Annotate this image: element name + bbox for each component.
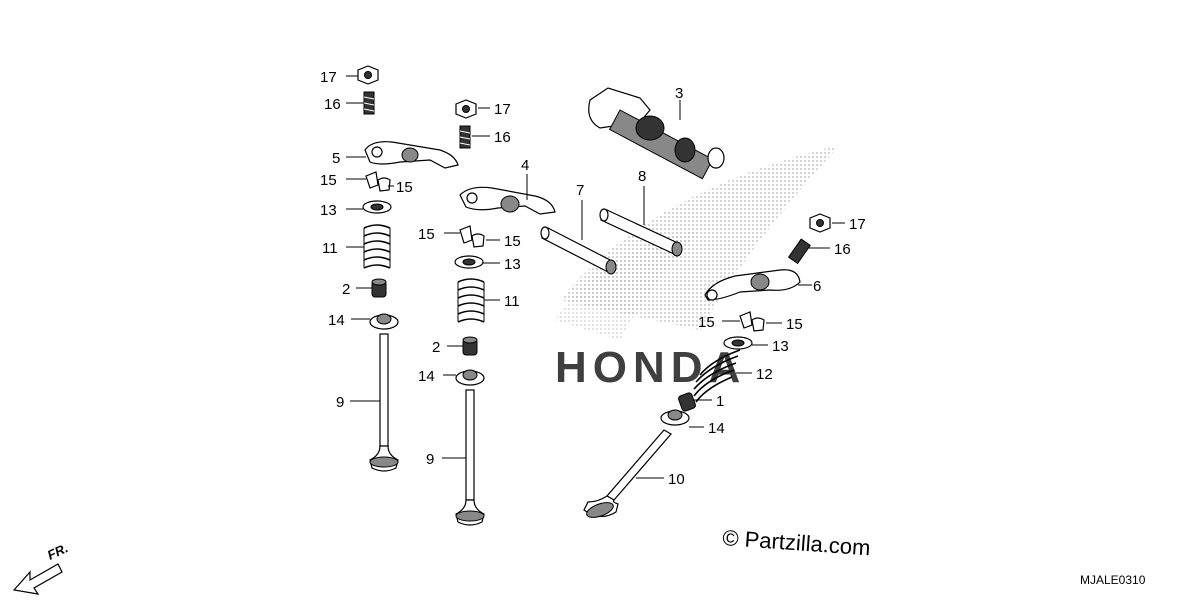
callout-11-left: 11 bbox=[322, 240, 338, 257]
callout-13-left: 13 bbox=[320, 202, 337, 219]
front-arrow-icon bbox=[12, 563, 63, 595]
callout-13-middle: 13 bbox=[504, 256, 521, 273]
part-nut-17-right[interactable] bbox=[809, 213, 831, 233]
part-valve-spring-11-left[interactable] bbox=[363, 224, 391, 269]
callout-10: 10 bbox=[668, 471, 685, 488]
part-spring-seat-14-right[interactable] bbox=[660, 409, 690, 426]
callout-17-middle: 17 bbox=[494, 101, 511, 118]
part-rocker-shaft-8[interactable] bbox=[599, 208, 683, 257]
copyright-text: © Partzilla.com bbox=[722, 525, 872, 560]
diagram-code: MJALE0310 bbox=[1080, 573, 1146, 587]
callout-15-right-a: 15 bbox=[698, 314, 715, 331]
part-rocker-arm-5[interactable] bbox=[364, 141, 459, 169]
callout-5: 5 bbox=[332, 150, 340, 167]
callout-15-right-b: 15 bbox=[786, 316, 803, 333]
part-intake-valve-9-left[interactable] bbox=[369, 333, 399, 472]
part-spring-retainer-13-middle[interactable] bbox=[454, 255, 484, 269]
callout-15-middle-a: 15 bbox=[418, 226, 435, 243]
part-nut-17-middle[interactable] bbox=[455, 99, 477, 119]
callout-9-middle: 9 bbox=[426, 451, 434, 468]
leader-lines bbox=[346, 75, 845, 479]
callout-3: 3 bbox=[675, 85, 683, 102]
front-direction-indicator: FR. bbox=[12, 540, 70, 595]
part-exhaust-valve-10[interactable] bbox=[583, 429, 672, 520]
callout-13-right: 13 bbox=[772, 338, 789, 355]
callout-15-middle-b: 15 bbox=[504, 233, 521, 250]
callout-14-right: 14 bbox=[708, 420, 725, 437]
part-cotter-15-middle[interactable] bbox=[459, 225, 485, 248]
callout-6: 6 bbox=[813, 278, 821, 295]
part-intake-valve-9-middle[interactable] bbox=[455, 389, 485, 526]
callout-14-left: 14 bbox=[328, 312, 345, 329]
watermark-text: HONDA bbox=[555, 343, 746, 392]
callout-14-middle: 14 bbox=[418, 368, 435, 385]
callout-16-right: 16 bbox=[834, 241, 851, 258]
front-label: FR. bbox=[45, 540, 70, 562]
part-adjusting-screw-16-right[interactable] bbox=[787, 238, 811, 265]
callout-16-left: 16 bbox=[324, 96, 341, 113]
callout-8: 8 bbox=[638, 168, 646, 185]
part-stem-seal-2-left[interactable] bbox=[371, 278, 387, 298]
callout-4: 4 bbox=[521, 157, 529, 174]
part-spring-seat-14-middle[interactable] bbox=[455, 369, 485, 386]
callout-11-middle: 11 bbox=[504, 293, 520, 310]
callout-2-left: 2 bbox=[342, 281, 350, 298]
part-rocker-shaft-7[interactable] bbox=[540, 226, 617, 275]
part-camshaft-3[interactable] bbox=[588, 87, 725, 180]
callout-9-left: 9 bbox=[336, 394, 344, 411]
callout-15-left-b: 15 bbox=[396, 179, 413, 196]
part-rocker-arm-4[interactable] bbox=[459, 186, 556, 215]
part-cotter-15-left[interactable] bbox=[365, 171, 391, 192]
part-spring-retainer-13-right[interactable] bbox=[723, 336, 753, 350]
part-adjusting-screw-16-left[interactable] bbox=[363, 91, 375, 115]
part-cotter-15-right[interactable] bbox=[739, 311, 765, 332]
callout-17-left: 17 bbox=[320, 69, 337, 86]
callout-7: 7 bbox=[576, 182, 584, 199]
part-valve-spring-12[interactable] bbox=[693, 349, 741, 403]
part-nut-17-left[interactable] bbox=[357, 65, 379, 85]
callout-12: 12 bbox=[756, 366, 773, 383]
part-adjusting-screw-16-middle[interactable] bbox=[459, 125, 471, 149]
brand-watermark: HONDA bbox=[555, 145, 840, 392]
callout-16-middle: 16 bbox=[494, 129, 511, 146]
callout-17-right: 17 bbox=[849, 216, 866, 233]
part-stem-seal-2-middle[interactable] bbox=[462, 336, 478, 356]
part-rocker-arm-6[interactable] bbox=[704, 269, 801, 301]
part-spring-retainer-13-left[interactable] bbox=[362, 200, 392, 214]
callout-15-left-a: 15 bbox=[320, 172, 337, 189]
callout-labels: 17 16 5 15 15 13 11 2 14 9 17 16 4 15 15… bbox=[320, 69, 866, 488]
callout-2-middle: 2 bbox=[432, 339, 440, 356]
callout-1: 1 bbox=[716, 393, 724, 410]
part-valve-spring-11-middle[interactable] bbox=[457, 278, 485, 323]
part-spring-seat-14-left[interactable] bbox=[369, 313, 399, 330]
part-stem-seal-1[interactable] bbox=[678, 392, 697, 412]
